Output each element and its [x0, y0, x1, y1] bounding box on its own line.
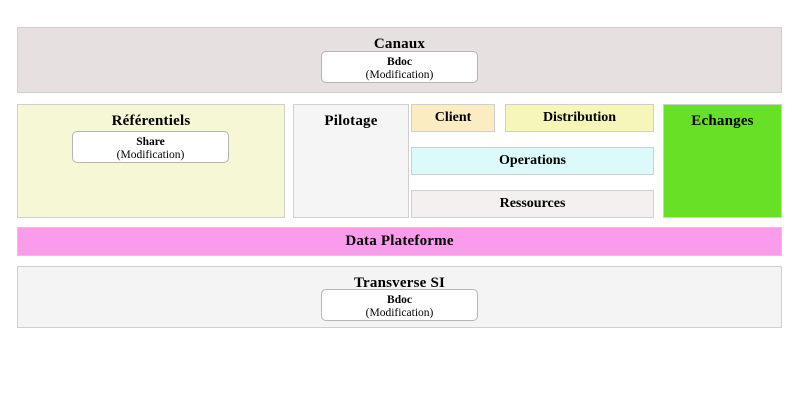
panel-echanges[interactable]: Echanges: [663, 104, 782, 218]
panel-canaux[interactable]: Canaux Bdoc (Modification): [17, 27, 782, 93]
tile-operations[interactable]: Operations: [411, 147, 654, 175]
doc-chip-state: (Modification): [365, 69, 434, 81]
doc-chip-transverse-bdoc[interactable]: Bdoc (Modification): [321, 289, 478, 321]
panel-pilotage-title: Pilotage: [324, 113, 378, 129]
doc-chip-name: Bdoc: [387, 56, 412, 68]
doc-chip-canaux-bdoc[interactable]: Bdoc (Modification): [321, 51, 478, 83]
panel-data-plateforme[interactable]: Data Plateforme: [17, 227, 782, 256]
tile-ressources[interactable]: Ressources: [411, 190, 654, 218]
panel-echanges-title: Echanges: [691, 113, 754, 129]
doc-chip-name: Bdoc: [387, 294, 412, 306]
panel-canaux-title: Canaux: [373, 36, 426, 52]
panel-data-plateforme-title: Data Plateforme: [345, 233, 454, 249]
doc-chip-referentiels-share[interactable]: Share (Modification): [72, 131, 229, 163]
middle-stack: Client Distribution Operations Ressource…: [411, 104, 654, 218]
doc-chip-state: (Modification): [365, 307, 434, 319]
panel-pilotage[interactable]: Pilotage: [293, 104, 409, 218]
doc-chip-state: (Modification): [116, 149, 185, 161]
doc-chip-name: Share: [136, 136, 165, 148]
panel-transverse-si[interactable]: Transverse SI Bdoc (Modification): [17, 266, 782, 328]
tile-client[interactable]: Client: [411, 104, 495, 132]
tile-distribution[interactable]: Distribution: [505, 104, 654, 132]
panel-transverse-si-title: Transverse SI: [353, 275, 446, 291]
panel-referentiels[interactable]: Référentiels Share (Modification): [17, 104, 285, 218]
panel-referentiels-title: Référentiels: [111, 113, 191, 129]
